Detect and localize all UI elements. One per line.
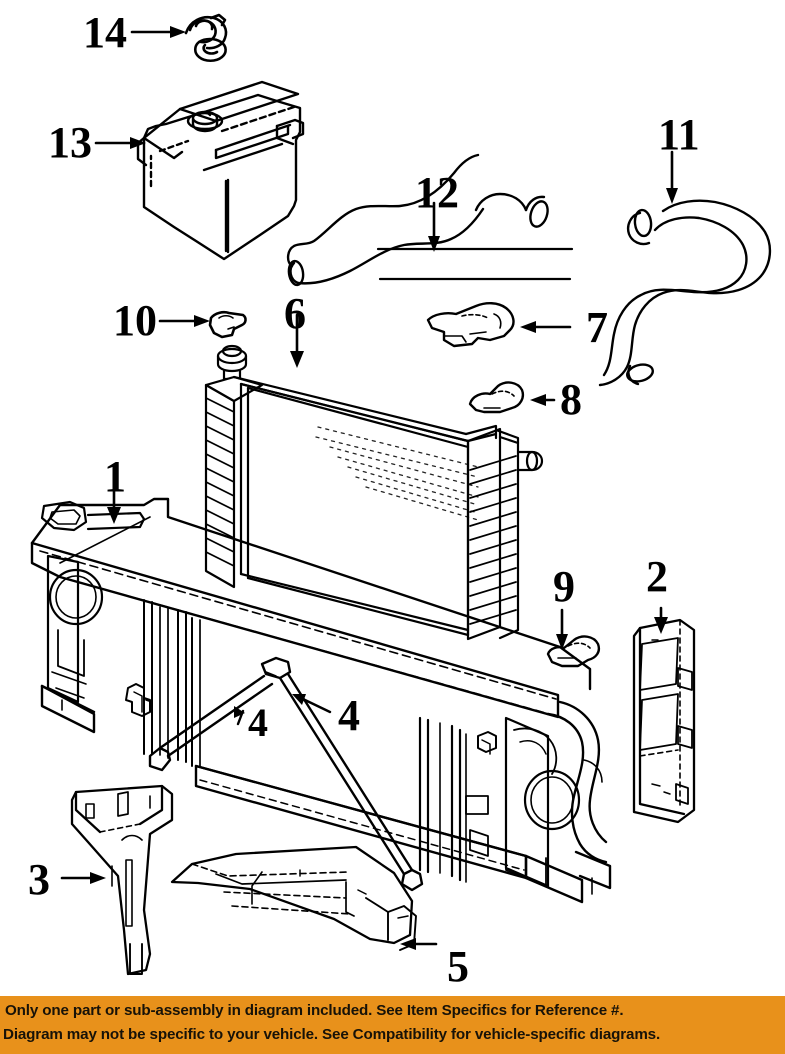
- callout-5: 5: [447, 942, 469, 991]
- leader-14: [130, 26, 186, 38]
- callout-14: 14: [83, 8, 127, 57]
- leader-1: [107, 472, 121, 524]
- callout-6: 6: [284, 289, 306, 338]
- disclaimer-line-2: Diagram may not be specific to your vehi…: [3, 1026, 661, 1043]
- leader-3: [60, 872, 106, 884]
- part-3-lower-support-bracket: [70, 784, 174, 976]
- leader-5: [400, 938, 438, 950]
- part-10-drain-cock: [208, 310, 247, 339]
- part-7-upper-mount-insulator: [426, 302, 515, 348]
- leader-9: [556, 608, 568, 650]
- part-8-radiator-mount-bracket: [468, 381, 525, 414]
- part-12-lower-radiator-hose: [286, 153, 574, 287]
- leader-4-right: [292, 694, 332, 714]
- leader-7: [520, 321, 572, 333]
- callout-3: 3: [28, 855, 50, 904]
- part-14-reservoir-cap: [184, 13, 228, 63]
- parts-diagram-illustration: [30, 13, 772, 976]
- part-5-lower-air-deflector: [170, 845, 417, 951]
- callout-11: 11: [658, 110, 700, 159]
- callout-7: 7: [586, 303, 608, 352]
- disclaimer-banner: Only one part or sub-assembly in diagram…: [0, 996, 785, 1054]
- callout-4-right: 4: [338, 691, 360, 740]
- part-6-radiator-core: [204, 344, 544, 641]
- leader-10: [158, 315, 210, 327]
- callout-8: 8: [560, 375, 582, 424]
- disclaimer-line-1: Only one part or sub-assembly in diagram…: [5, 1002, 624, 1019]
- leader-6: [290, 313, 304, 368]
- callout-13: 13: [48, 118, 92, 167]
- leader-13: [94, 137, 146, 149]
- leader-8: [530, 394, 556, 406]
- part-13-coolant-reservoir: [136, 80, 305, 261]
- part-2-side-support-panel: [632, 618, 696, 824]
- part-4-diagonal-braces: [148, 656, 424, 892]
- leader-11: [666, 150, 678, 204]
- leader-4-left: [234, 706, 245, 726]
- callout-4-left: 4: [248, 700, 268, 745]
- callout-9: 9: [553, 562, 575, 611]
- callout-10: 10: [113, 296, 157, 345]
- part-11-upper-radiator-hose: [598, 199, 772, 387]
- part-1-radiator-support: [30, 497, 612, 904]
- callout-2: 2: [646, 552, 668, 601]
- callout-1: 1: [104, 452, 126, 501]
- callout-12: 12: [415, 168, 459, 217]
- leader-2: [654, 606, 668, 634]
- leader-12: [428, 201, 440, 252]
